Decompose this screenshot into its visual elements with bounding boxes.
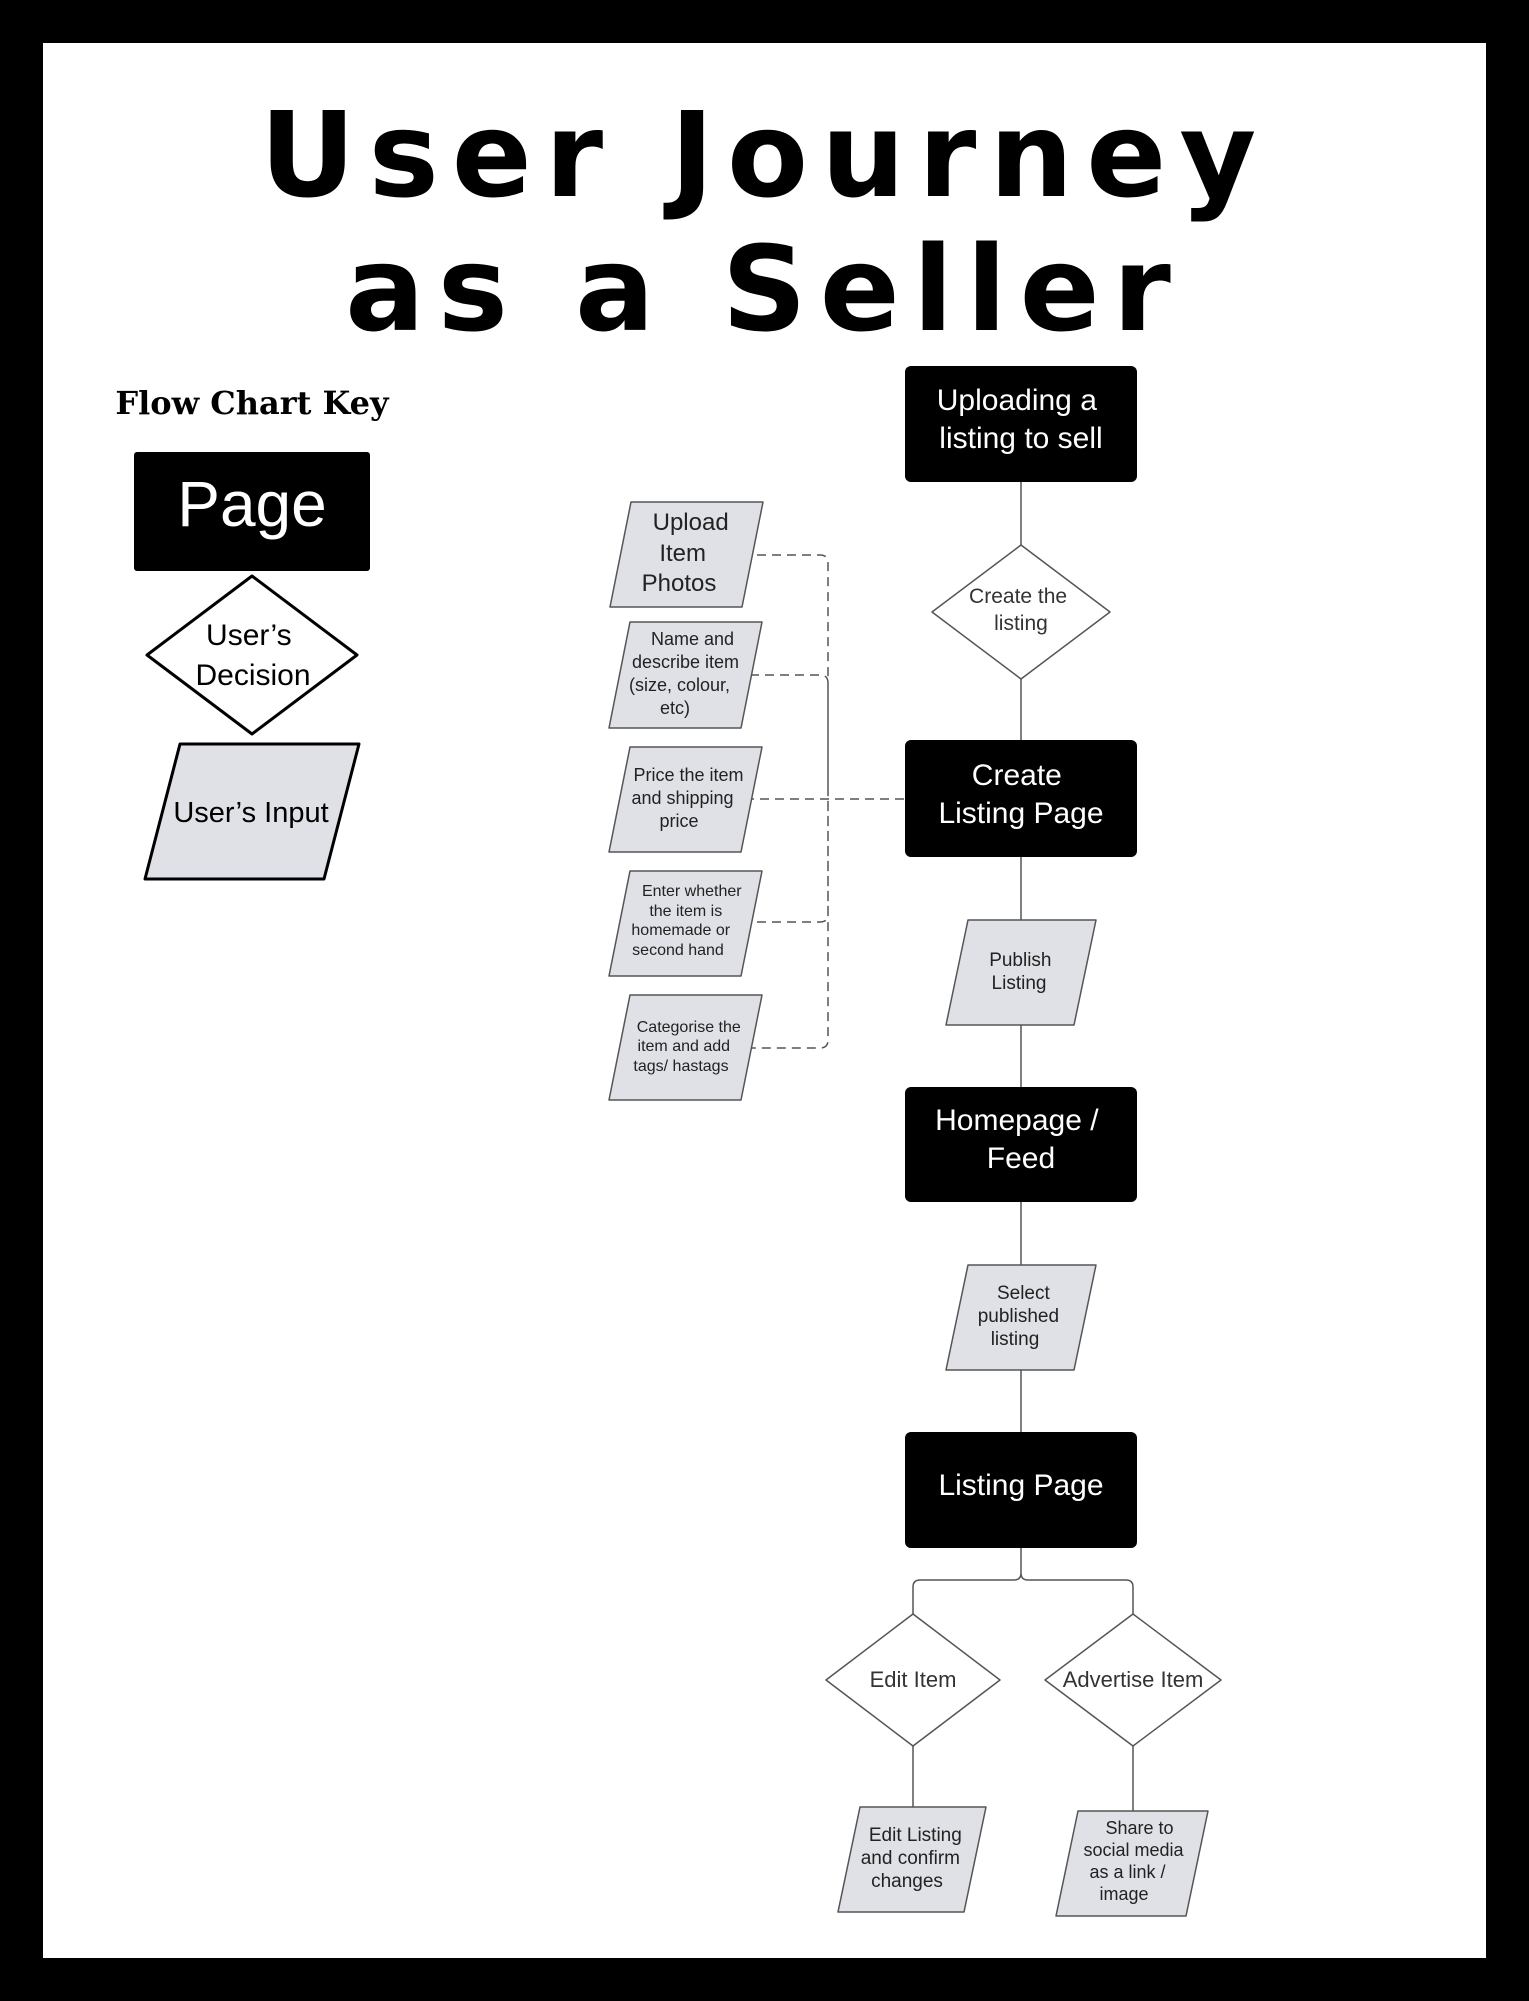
decision-edit-item-label: Edit Item [870, 1667, 957, 1692]
node-listing-page [905, 1432, 1137, 1548]
flow-chart-key: Flow Chart Key Page User’s Decision User… [115, 384, 390, 881]
listing-detail-inputs: Upload Item Photos Name and describe ite… [608, 501, 764, 1101]
input-upload-photos-label: Upload Item Photos [642, 509, 736, 597]
input-share-social-label: Share to social media as a link / image [1083, 1818, 1188, 1904]
node-homepage-feed [905, 1087, 1137, 1202]
node-homepage-feed-label: Homepage / Feed [935, 1104, 1107, 1175]
input-categorise [608, 994, 763, 1101]
decision-create-listing [931, 544, 1111, 680]
input-name-describe [608, 621, 763, 729]
input-publish-listing-label: Publish Listing [989, 950, 1057, 994]
decision-advertise-item [1044, 1613, 1222, 1747]
key-decision-label: User’s Decision [195, 619, 310, 692]
key-input-shape [143, 742, 361, 881]
key-page-label: Page [177, 468, 326, 540]
decision-edit-item [825, 1613, 1001, 1747]
input-homemade-label: Enter whether the item is homemade or se… [631, 883, 746, 959]
title-line-1: User Journey [259, 86, 1270, 224]
input-select-published [945, 1264, 1097, 1371]
connectors [735, 482, 1134, 1811]
key-decision-shape [145, 574, 359, 736]
input-publish-listing [945, 919, 1097, 1026]
input-upload-photos [609, 501, 764, 608]
input-price [608, 746, 763, 853]
page-nodes: Uploading a listing to sell Create Listi… [905, 366, 1137, 1548]
key-input-label: User’s Input [173, 797, 328, 829]
poster-frame: User Journey as a Seller [43, 43, 1486, 1958]
input-name-describe-label: Name and describe item (size, colour, et… [629, 629, 744, 718]
connector-listing-page-branch [912, 1548, 1134, 1614]
input-edit-listing-label: Edit Listing and confirm changes [861, 1825, 967, 1892]
input-select-published-label: Select published listing [978, 1283, 1065, 1350]
node-listing-page-label: Listing Page [938, 1469, 1103, 1502]
decision-nodes: Create the listing Edit Item Advertise I… [825, 544, 1222, 1747]
node-uploading-listing [905, 366, 1137, 482]
flow-input-nodes: Publish Listing Select published listing… [837, 919, 1209, 1917]
decision-advertise-item-label: Advertise Item [1063, 1667, 1204, 1692]
input-edit-listing [837, 1806, 987, 1913]
page-title: User Journey as a Seller [43, 88, 1486, 356]
dashed-connector-inputs [735, 554, 905, 1049]
input-homemade [608, 870, 763, 977]
node-uploading-listing-label: Uploading a listing to sell [937, 384, 1105, 455]
node-create-listing-page-label: Create Listing Page [938, 759, 1103, 830]
input-price-label: Price the item and shipping price [631, 765, 748, 831]
input-categorise-label: Categorise the item and add tags/ hastag… [633, 1019, 745, 1075]
key-page-shape [134, 452, 370, 571]
decision-create-listing-label: Create the listing [969, 585, 1073, 635]
title-line-2: as a Seller [345, 220, 1184, 358]
input-share-social [1055, 1810, 1209, 1917]
node-create-listing-page [905, 740, 1137, 857]
key-heading: Flow Chart Key [115, 384, 390, 422]
